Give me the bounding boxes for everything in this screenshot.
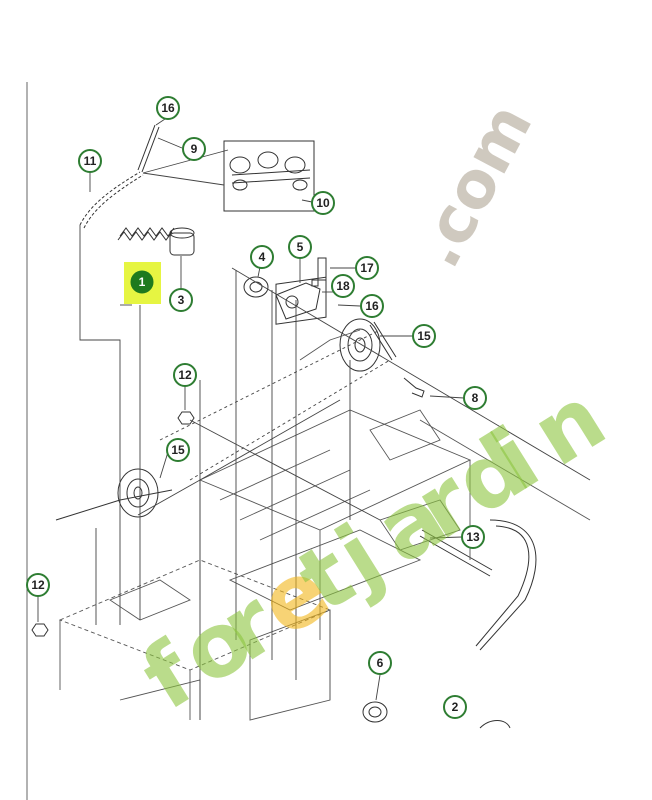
chain-cable-assembly bbox=[79, 124, 315, 229]
callout-label: 11 bbox=[84, 154, 97, 168]
callout-label: 15 bbox=[171, 443, 185, 457]
callout-12-middle[interactable]: 12 bbox=[173, 363, 197, 387]
callout-8[interactable]: 8 bbox=[463, 386, 487, 410]
callout-12-left[interactable]: 12 bbox=[26, 573, 50, 597]
callout-label: 2 bbox=[452, 700, 459, 714]
watermark-domain-text: .com bbox=[401, 92, 548, 279]
callout-11[interactable]: 11 bbox=[78, 149, 102, 173]
bottom-parts bbox=[362, 701, 511, 729]
callout-5[interactable]: 5 bbox=[288, 235, 312, 259]
callout-label: 3 bbox=[178, 293, 185, 307]
assembly-lines bbox=[79, 225, 591, 720]
callout-4[interactable]: 4 bbox=[250, 245, 274, 269]
callout-15-upper[interactable]: 15 bbox=[412, 324, 436, 348]
callout-group: 16 9 11 10 1 3 4 5 bbox=[26, 96, 487, 719]
callout-18[interactable]: 18 bbox=[331, 274, 355, 298]
callout-15-lower[interactable]: 15 bbox=[166, 438, 190, 462]
lever-rod bbox=[419, 519, 537, 651]
callout-10[interactable]: 10 bbox=[311, 191, 335, 215]
callout-3[interactable]: 3 bbox=[169, 288, 193, 312]
callout-label: 16 bbox=[161, 101, 175, 115]
pulley-bracket-parts bbox=[243, 257, 327, 325]
spring-and-bushing bbox=[117, 227, 195, 256]
callout-9[interactable]: 9 bbox=[182, 137, 206, 161]
callout-1-highlighted[interactable]: 1 bbox=[124, 262, 161, 304]
callout-6[interactable]: 6 bbox=[368, 651, 392, 675]
callout-13[interactable]: 13 bbox=[461, 525, 485, 549]
callout-label: 4 bbox=[259, 250, 266, 264]
callout-label: 10 bbox=[316, 196, 330, 210]
nuts bbox=[31, 411, 195, 637]
callout-16-top[interactable]: 16 bbox=[156, 96, 180, 120]
callout-2[interactable]: 2 bbox=[443, 695, 467, 719]
callout-label: 15 bbox=[417, 329, 431, 343]
callout-label: 6 bbox=[377, 656, 384, 670]
callout-label: 12 bbox=[178, 368, 192, 382]
pulley-upper bbox=[339, 318, 425, 398]
callout-label: 16 bbox=[365, 299, 379, 313]
callout-17[interactable]: 17 bbox=[355, 256, 379, 280]
callout-label: 17 bbox=[360, 261, 374, 275]
callout-label: 13 bbox=[466, 530, 480, 544]
callout-label: 8 bbox=[472, 391, 479, 405]
callout-label: 5 bbox=[297, 240, 304, 254]
callout-label: 12 bbox=[31, 578, 45, 592]
callout-label: 18 bbox=[336, 279, 350, 293]
callout-label: 1 bbox=[139, 275, 146, 289]
callout-label: 9 bbox=[191, 142, 198, 156]
pulley-lower bbox=[55, 468, 173, 521]
callout-16-right[interactable]: 16 bbox=[360, 294, 384, 318]
